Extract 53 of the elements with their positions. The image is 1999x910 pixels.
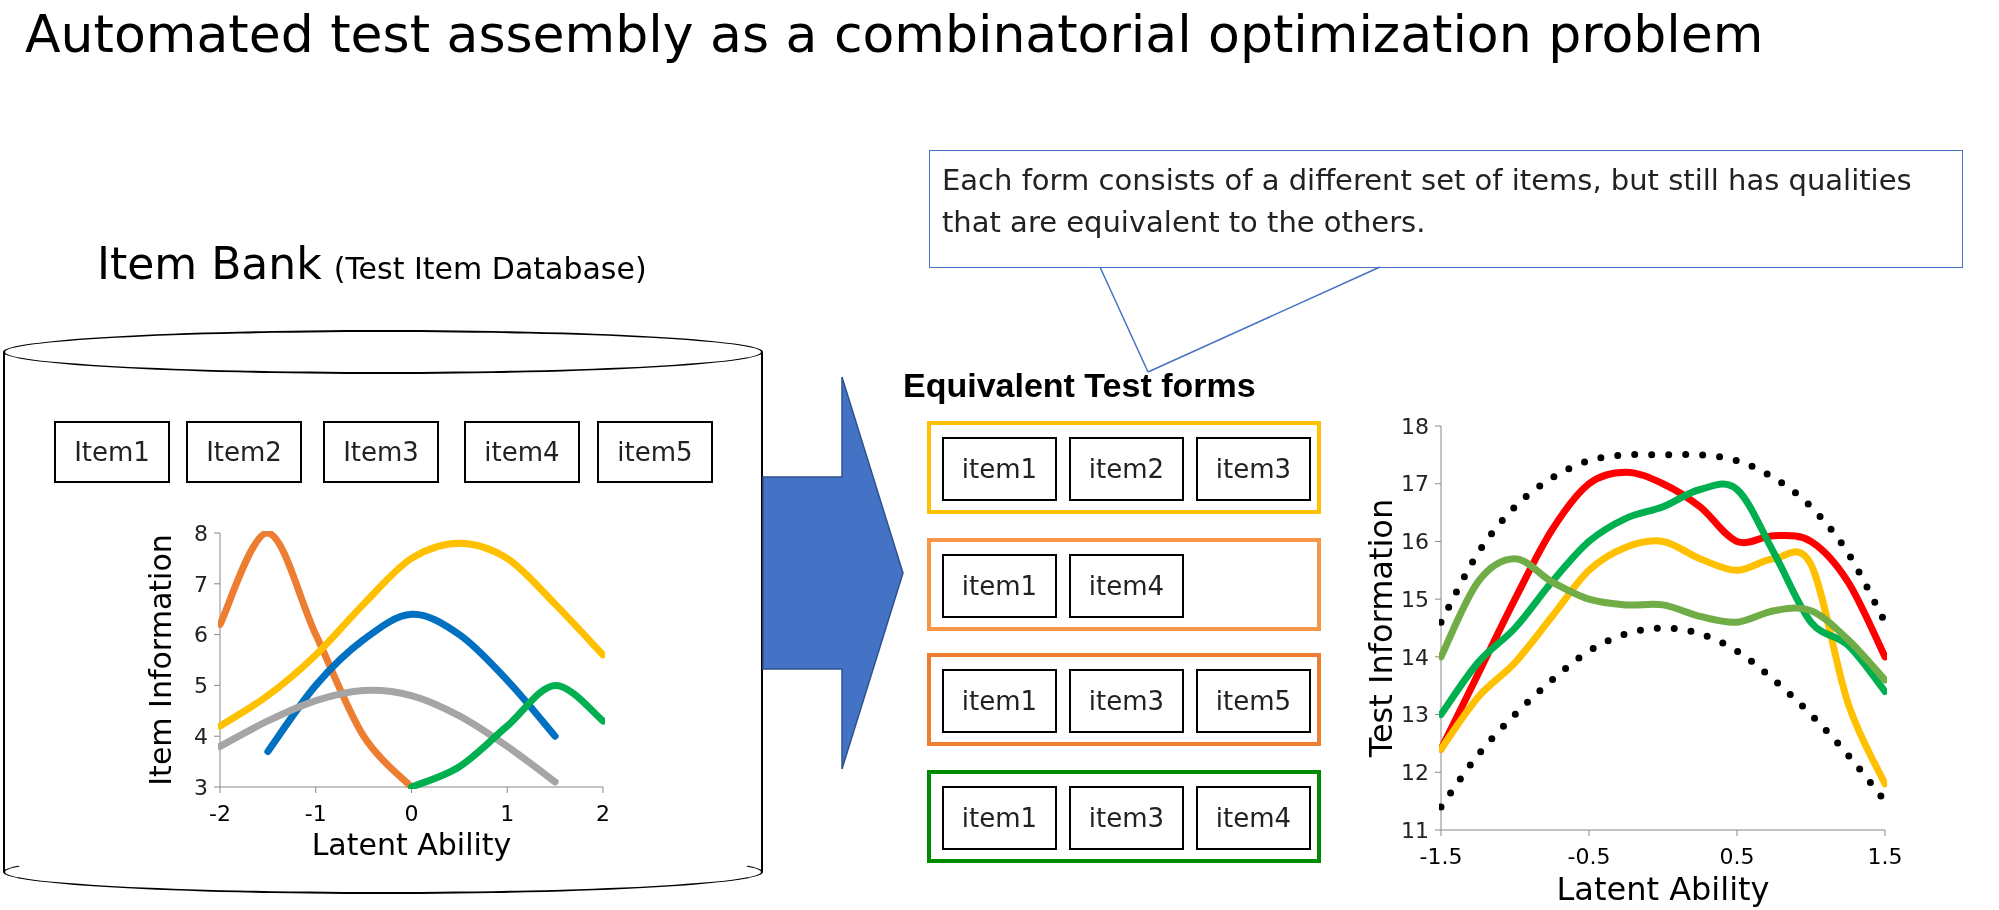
tick-label: 18 [1401,413,1429,439]
tick-label: 4 [194,723,208,749]
tick-label: 1.5 [1867,844,1903,869]
tick-label: 2 [596,801,610,826]
item-box: item4 [464,421,580,483]
block-arrow [762,376,904,770]
item-box: item1 [942,554,1057,618]
item-box: item3 [1069,669,1184,733]
test-form-box [927,421,1321,514]
item-box: item2 [1069,437,1184,501]
item-box: item3 [1196,437,1311,501]
tick-label: 1 [500,801,515,826]
item-box: item5 [597,421,713,483]
tick-label: 15 [1401,586,1429,612]
item-box: Item3 [323,421,439,483]
tick-label: -2 [209,801,231,826]
tick-label: 3 [194,774,208,800]
tick-label: 17 [1401,471,1429,497]
tick-label: 8 [194,520,208,546]
callout-box: Each form consists of a different set of items, but still has qualities that are equivalent to the others. [929,150,1963,268]
tick-label: 12 [1401,760,1429,785]
item-box: item1 [942,786,1057,850]
item-box: Item2 [186,421,302,483]
axis-title: Latent Ability [1556,870,1770,908]
item-box: item3 [1069,786,1184,850]
item-box: item1 [942,669,1057,733]
tick-label: 7 [194,571,208,597]
test-form-box [927,653,1321,746]
axis-title: Item Information [142,534,178,786]
heading: Equivalent Test forms [903,366,1256,405]
item-box: item4 [1069,554,1184,618]
tick-label: -0.5 [1567,844,1611,869]
tick-label: 14 [1401,644,1429,670]
axis-title: Test Information [1361,498,1400,758]
item-box: item4 [1196,786,1311,850]
tick-label: 6 [194,622,208,648]
subheading: (Test Item Database) [333,251,647,286]
axis-title: Latent Ability [311,827,512,862]
tick-label: 11 [1401,817,1429,843]
tick-label: -1 [304,801,327,826]
item-box: item5 [1196,669,1311,733]
item-box: Item1 [54,421,170,483]
tick-label: 16 [1401,529,1429,555]
tick-label: -1.5 [1419,844,1463,869]
test-form-box [927,538,1321,631]
tick-label: 5 [194,673,208,699]
item-box: item1 [942,437,1057,501]
tick-label: 0.5 [1719,844,1755,869]
tick-label: 0 [404,801,419,826]
tick-label: 13 [1401,702,1429,728]
test-form-box [927,770,1321,863]
heading: Item Bank [97,238,322,289]
title: Automated test assembly as a combinatorial optimization problem [25,4,1764,64]
